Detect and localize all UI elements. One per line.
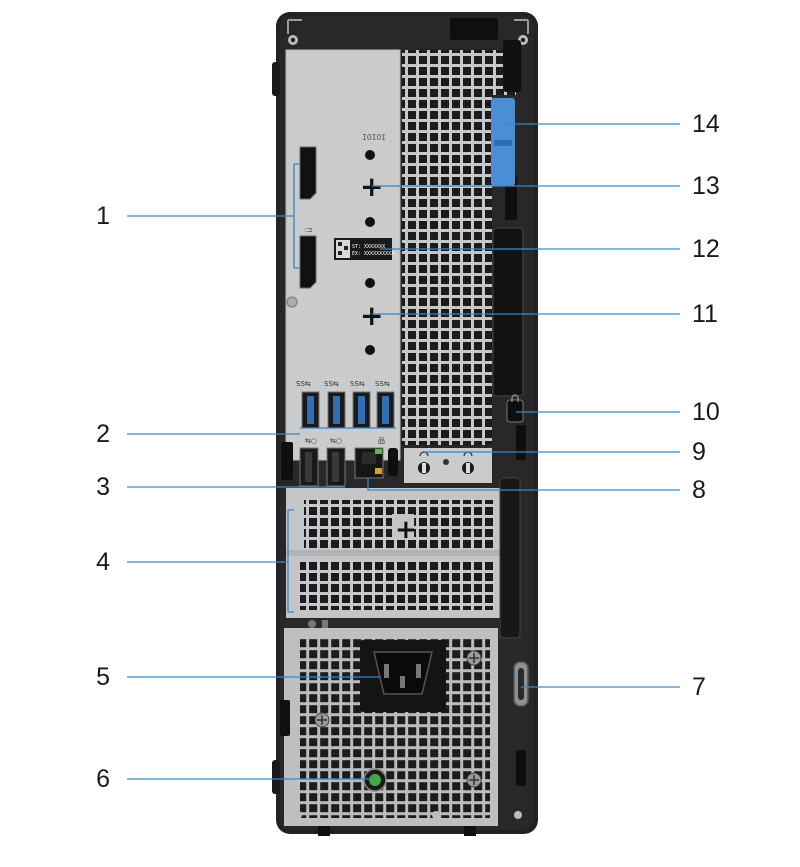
leader-line-8 — [367, 478, 680, 491]
usb-superspeed-icon: SS⇆ — [350, 380, 365, 388]
network-icon: 品 — [378, 437, 385, 445]
serial-icon: IOIOI — [362, 133, 386, 142]
chassis-side-tab — [272, 62, 280, 96]
padlock-ring — [513, 661, 529, 707]
leader-line-4 — [127, 509, 294, 613]
callout-4: 4 — [96, 548, 110, 576]
callout-9: 9 — [692, 438, 706, 466]
callout-13: 13 — [692, 172, 720, 200]
callout-12: 12 — [692, 235, 720, 263]
usb-superspeed-ports: SS⇆ SS⇆ SS⇆ SS⇆ — [296, 380, 395, 429]
svg-text:+: + — [395, 515, 417, 545]
service-tag-line1: ST: XXXXXXX — [352, 244, 385, 250]
chassis-slot — [492, 227, 524, 397]
displayport-icon: :⊐ — [304, 226, 312, 234]
chassis-side-tab — [272, 760, 280, 794]
chassis-slot — [516, 750, 526, 786]
usb-superspeed-icon: SS⇆ — [324, 380, 339, 388]
callout-2: 2 — [96, 420, 110, 448]
io-panel-screw — [286, 296, 298, 308]
displayport-2: :⊐ — [299, 226, 317, 289]
release-latch — [491, 98, 515, 186]
leader-line-1 — [127, 163, 300, 269]
service-tag-line2: EX: XXXXXXXXXX — [352, 251, 394, 257]
usb-superspeed-icon: SS⇆ — [296, 380, 311, 388]
leader-lines — [127, 123, 680, 780]
knockout-plus-lower: + — [360, 299, 383, 332]
usb-icon: ⇆○ — [330, 437, 342, 445]
callout-7: 7 — [692, 673, 706, 701]
power-supply-unit — [284, 628, 498, 826]
chassis-slot — [280, 700, 290, 736]
chassis-screw — [294, 811, 302, 819]
io-panel-slot — [388, 448, 398, 476]
chassis-slot — [499, 477, 521, 639]
power-icon — [369, 774, 381, 786]
callout-11: 11 — [692, 300, 718, 328]
callout-6: 6 — [96, 765, 110, 793]
chassis-slot — [516, 425, 526, 460]
chassis-slot — [503, 40, 521, 92]
displayport-1: :⊐ — [299, 146, 317, 200]
leader-line-2 — [127, 427, 396, 435]
usb-superspeed-icon: SS⇆ — [375, 380, 390, 388]
chassis-screw — [432, 811, 440, 819]
knockout-plus-upper: + — [360, 170, 383, 203]
security-lock-slot — [506, 394, 524, 423]
chassis-foot — [318, 826, 330, 836]
audio-ports — [404, 448, 492, 483]
callout-3: 3 — [96, 473, 110, 501]
chassis-foot — [464, 826, 476, 836]
corner-bracket — [287, 19, 302, 34]
chassis-divider — [286, 618, 500, 628]
callout-10: 10 — [692, 398, 720, 426]
expansion-card-slots: + — [286, 488, 500, 618]
service-tag-label: ST: XXXXXXX EX: XXXXXXXXXX — [334, 238, 394, 260]
callout-1: 1 — [96, 202, 110, 230]
callout-5: 5 — [96, 663, 110, 691]
top-handle-slot — [450, 18, 498, 40]
io-panel-slot — [281, 442, 293, 480]
corner-bracket — [514, 19, 529, 34]
usb-icon: ⇆○ — [305, 437, 317, 445]
callout-14: 14 — [692, 110, 720, 138]
usb-2-ports: ⇆○ ⇆○ — [299, 437, 346, 487]
ethernet-port: 品 — [354, 437, 385, 479]
callout-8: 8 — [692, 476, 706, 504]
chassis-screw — [514, 811, 522, 819]
ventilation-grid — [402, 50, 492, 445]
